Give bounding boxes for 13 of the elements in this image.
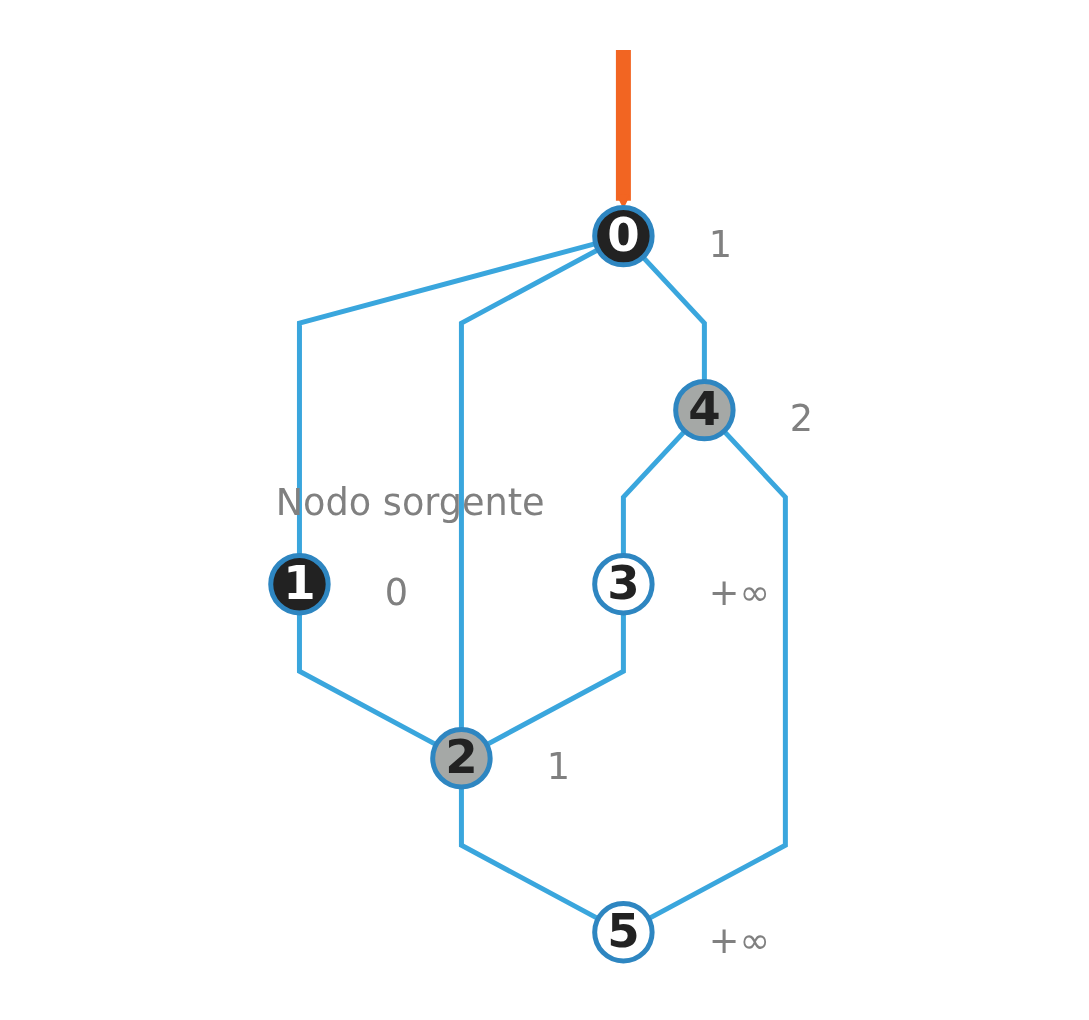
node-label: 2 [789, 397, 814, 440]
node-label: +∞ [708, 920, 771, 962]
node-circle: 5 [592, 901, 655, 964]
node-circle: 3 [592, 552, 655, 616]
node-label: 1 [546, 746, 571, 788]
node-label: 0 [384, 571, 409, 614]
node-circle: 0 [592, 204, 655, 268]
node-label: 1 [708, 223, 733, 266]
node-circle: 4 [673, 378, 736, 442]
connector [647, 429, 789, 921]
node-label: +∞ [708, 571, 771, 614]
node-circle: 1 [268, 552, 331, 616]
node-circle: 2 [430, 727, 493, 790]
